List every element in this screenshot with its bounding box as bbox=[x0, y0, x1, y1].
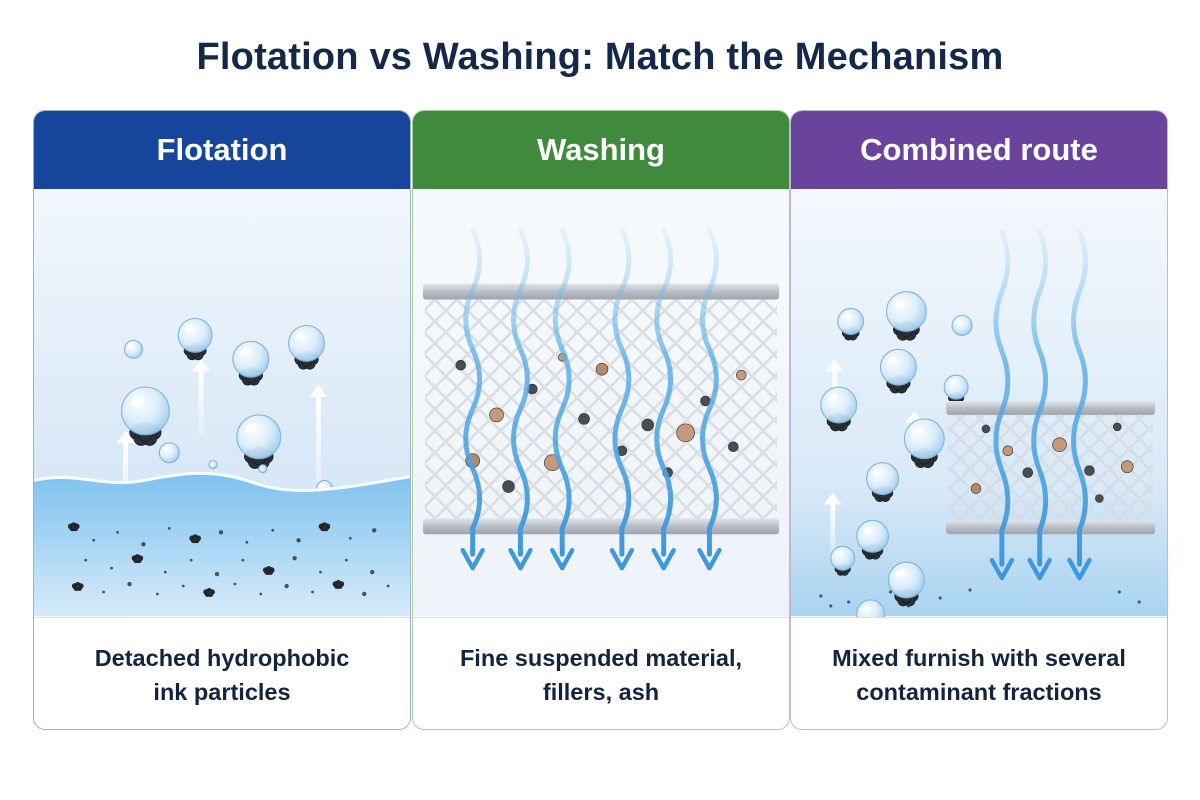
up-arrow-icon bbox=[116, 359, 328, 509]
combined-route-header: Combined route bbox=[791, 111, 1167, 189]
combined-route-caption: Mixed furnish with several contaminant f… bbox=[791, 617, 1167, 729]
page-title: Flotation vs Washing: Match the Mechanis… bbox=[196, 36, 1004, 78]
caption-line: contaminant fractions bbox=[856, 678, 1102, 705]
combined-route-illustration bbox=[791, 189, 1167, 617]
caption-line: Mixed furnish with several bbox=[832, 644, 1126, 671]
washing-caption: Fine suspended material, fillers, ash bbox=[413, 617, 789, 729]
flotation-card: Flotation bbox=[33, 110, 411, 730]
combined-route-card: Combined route bbox=[790, 110, 1168, 730]
caption-line: ink particles bbox=[153, 678, 291, 705]
filler-particle-icon bbox=[455, 352, 747, 493]
wire-mesh-screen-icon bbox=[422, 283, 780, 535]
ink-particle-icon bbox=[67, 522, 390, 597]
flotation-header: Flotation bbox=[34, 111, 410, 189]
washing-diagram bbox=[413, 190, 789, 616]
flotation-diagram bbox=[34, 190, 410, 616]
washing-header: Washing bbox=[413, 111, 789, 189]
caption-line: Fine suspended material, bbox=[459, 644, 743, 671]
flotation-illustration bbox=[34, 189, 410, 617]
combined-route-diagram bbox=[791, 190, 1167, 617]
washing-card: Washing bbox=[412, 110, 790, 730]
air-bubble-icon bbox=[820, 290, 973, 617]
ink-particle-icon bbox=[819, 588, 1141, 608]
wire-mesh-screen-icon bbox=[946, 401, 1156, 535]
caption-line: fillers, ash bbox=[542, 678, 660, 705]
flotation-caption: Detached hydrophobic ink particles bbox=[34, 617, 410, 729]
water-surface bbox=[34, 473, 410, 616]
water-flow-arrow-icon bbox=[989, 229, 1092, 581]
caption-line: Detached hydrophobic bbox=[94, 644, 350, 671]
water-flow-arrow-icon bbox=[460, 227, 722, 571]
filler-particle-icon bbox=[970, 422, 1134, 503]
washing-illustration bbox=[413, 189, 789, 617]
